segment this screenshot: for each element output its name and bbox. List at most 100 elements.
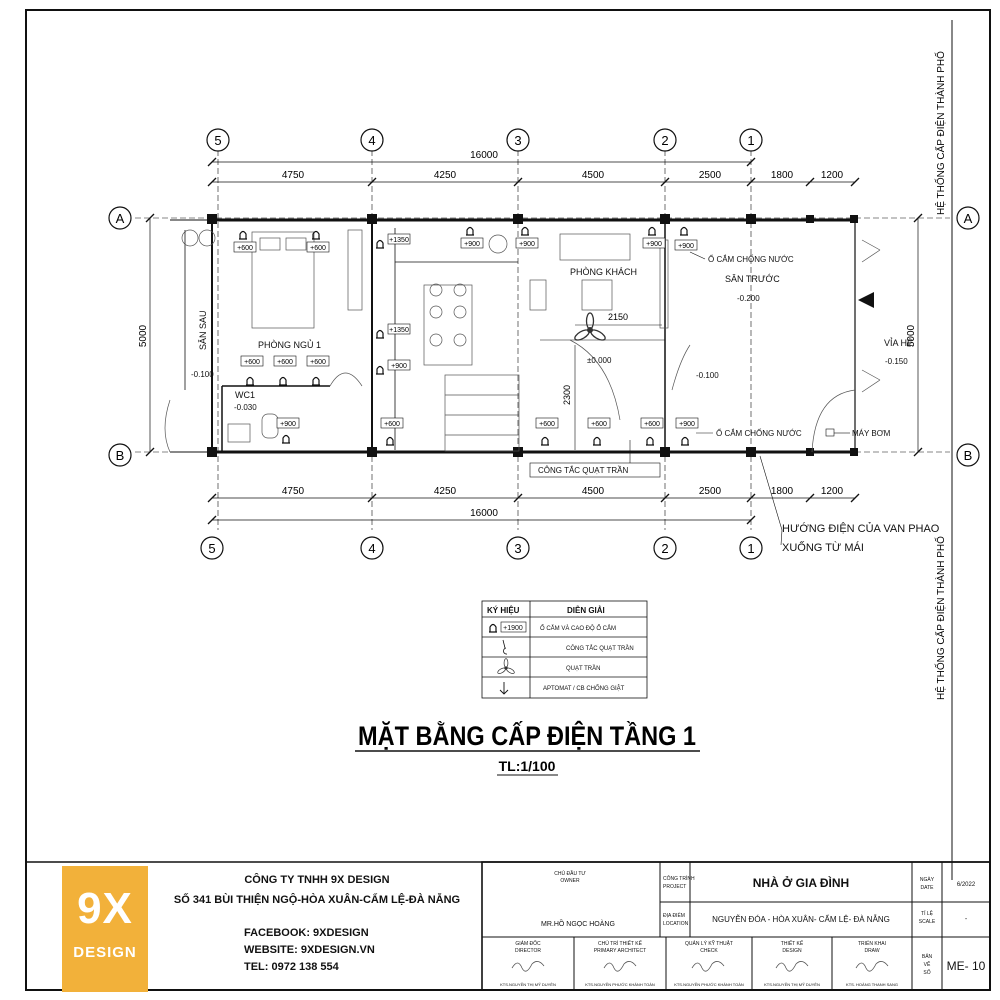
legend-sample-tag: +1900: [503, 625, 523, 632]
sheet-label-1: BẢN: [922, 953, 933, 960]
dim-top-5: 1800: [771, 170, 794, 181]
date-label-en: DATE: [921, 885, 935, 891]
dimension-ticks: [145, 157, 923, 525]
company-website: WEBSITE: 9XDESIGN.VN: [244, 944, 375, 956]
dim-bot-2: 4250: [434, 486, 457, 497]
outlet-icon: [647, 226, 657, 236]
location-label-en: LOCATION: [663, 921, 689, 927]
outlet-icon: [281, 434, 291, 444]
dim-top-2: 4250: [434, 170, 457, 181]
axis-label-a-right: A: [964, 211, 973, 226]
annot-float-line1: HƯỚNG ĐIỆN CỦA VAN PHAO: [782, 522, 940, 535]
project-label: CÔNG TRÌNH: [663, 875, 695, 882]
outlet-tag: +900: [678, 243, 694, 250]
title-block-grid: [481, 861, 991, 991]
dim-top-1: 4750: [282, 170, 305, 181]
axis-label-3-top: 3: [514, 133, 521, 148]
outlet-icon: [645, 436, 655, 446]
outlet-tag: +900: [519, 241, 535, 248]
outlet-icon: [680, 436, 690, 446]
axis-label-b-left: B: [116, 448, 125, 463]
legend-row-3: QUẠT TRẦN: [566, 665, 600, 672]
dim-height-left: 5000: [138, 324, 149, 347]
role-vn-design: THIẾT KẾ: [781, 940, 804, 947]
outlet-tag: +600: [244, 359, 260, 366]
level-stair: -0.100: [696, 371, 719, 380]
date-label: NGÀY: [920, 876, 935, 883]
annot-fan-switch: CÔNG TẮC QUẠT TRẦN: [538, 465, 628, 475]
outlet-icon: [238, 230, 248, 240]
axis-label-1-bottom: 1: [747, 541, 754, 556]
sheet-label-3: SỐ: [923, 969, 930, 976]
role-name-check: KTS.NGUYỄN PHƯỚC KHÁNH TOÀN: [674, 982, 744, 987]
date-value: 6/2022: [957, 882, 976, 888]
project-name: NHÀ Ở GIA ĐÌNH: [753, 875, 849, 890]
location-label: ĐỊA ĐIỂM: [663, 912, 685, 919]
role-en-design: DESIGN: [782, 948, 802, 954]
legend-row-2: CÔNG TẮC QUẠT TRẦN: [566, 644, 634, 652]
room-living-label: PHÒNG KHÁCH: [570, 267, 637, 277]
outlet-tag: +1350: [389, 327, 409, 334]
level-sidewalk: -0.150: [885, 357, 908, 366]
dim-top-4: 2500: [699, 170, 722, 181]
role-name-primary: KTS.NGUYỄN PHƯỚC KHÁNH TOÀN: [585, 982, 655, 987]
scale-value: -: [965, 916, 968, 923]
inner-dim-2150: 2150: [608, 312, 628, 322]
company-logo: 9X DESIGN: [62, 866, 148, 992]
company-address: SỐ 341 BÙI THIỆN NGỘ-HÒA XUÂN-CẨM LỆ-ĐÀ …: [174, 892, 460, 906]
axis-label-5-bottom: 5: [208, 541, 215, 556]
outlet-icon: [311, 230, 321, 240]
scale-label-en: SCALE: [919, 919, 936, 925]
role-name-director: KTS.NGUYỄN THỊ MỸ DUYÊN: [500, 982, 556, 987]
axis-label-2-top: 2: [661, 133, 668, 148]
columns: [207, 214, 858, 457]
outlet-icon: [375, 239, 385, 249]
dim-total-bottom: 16000: [470, 508, 498, 519]
axis-label-4-bottom: 4: [368, 541, 375, 556]
outlet-icon: [385, 436, 395, 446]
outlet-tag: +900: [280, 421, 296, 428]
room-wc-label: WC1: [235, 390, 255, 400]
outlet-tag: +900: [464, 241, 480, 248]
dim-bot-4: 2500: [699, 486, 722, 497]
legend-row-1: Ổ CẮM VÀ CAO ĐỘ Ổ CẮM: [540, 624, 616, 632]
company-facebook: FACEBOOK: 9XDESIGN: [244, 927, 369, 939]
role-en-check: CHECK: [700, 948, 718, 954]
outlet-tag: +600: [237, 245, 253, 252]
scale-label: TỈ LỆ: [921, 909, 934, 917]
outlet-icon: [375, 329, 385, 339]
dim-top-3: 4500: [582, 170, 605, 181]
side-label-bottom: HỆ THỐNG CẤP ĐIỆN THÀNH PHỐ: [933, 536, 947, 700]
outlet-icon: [465, 226, 475, 236]
dim-bot-5: 1800: [771, 486, 794, 497]
inner-dim-2300: 2300: [562, 385, 572, 405]
outlet-icon: [278, 376, 288, 386]
outlet-icon: [375, 365, 385, 375]
outlet-tag: +900: [646, 241, 662, 248]
sheet-number: ME- 10: [947, 959, 986, 973]
outlet-icon: [540, 436, 550, 446]
axis-label-4-top: 4: [368, 133, 375, 148]
dim-bot-1: 4750: [282, 486, 305, 497]
axis-label-b-right: B: [964, 448, 973, 463]
axis-label-5-top: 5: [214, 133, 221, 148]
legend-switch-icon: [502, 639, 508, 655]
axis-label-3-bottom: 3: [514, 541, 521, 556]
level-front: -0.200: [737, 294, 760, 303]
role-vn-director: GIÁM ĐỐC: [515, 940, 541, 947]
room-back-yard-label: SÂN SAU: [198, 310, 208, 350]
room-sidewalk-label: VỈA HÈ: [884, 337, 913, 348]
room-bedroom-label: PHÒNG NGỦ 1: [258, 339, 321, 350]
role-name-design: KTS.NGUYỄN THỊ MỸ DUYÊN: [764, 982, 820, 987]
axis-bubbles-top: [206, 128, 763, 152]
legend-header-symbol: KÝ HIỆU: [487, 606, 520, 615]
legend-breaker-icon: [499, 682, 509, 695]
ceiling-fan-icon: [572, 312, 608, 343]
role-vn-primary: CHỦ TRÌ THIẾT KẾ: [598, 940, 643, 947]
sheet-label-2: VẼ: [924, 961, 931, 968]
location-name: NGUYỄN ĐÓA - HÒA XUÂN- CẨM LỆ- ĐÀ NẴNG: [712, 915, 890, 924]
dim-bot-3: 4500: [582, 486, 605, 497]
dim-top-6: 1200: [821, 170, 844, 181]
outlet-tag: +600: [310, 359, 326, 366]
